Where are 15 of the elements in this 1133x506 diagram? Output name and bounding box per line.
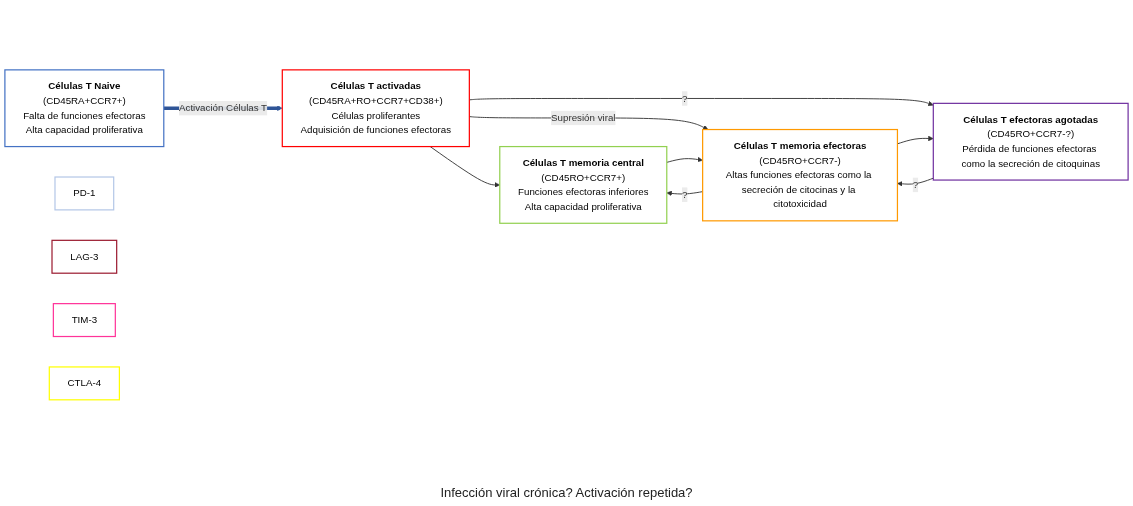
node-box: Células T activadas (CD45RA+RO+CCR7+CD38+) Células proliferantes Adquisición de funciones efectoras — [281, 69, 470, 148]
edge-label: ? — [682, 93, 688, 104]
note-text: Infección viral crónica? Activación repetida? — [439, 485, 694, 500]
node-box: Células T memoria efectoras (CD45RO+CCR7-) Altas funciones efectoras como la secreción de citocinas y la citotoxicidad — [702, 129, 899, 222]
node-box: CTLA-4 — [48, 366, 120, 401]
node-box: TIM-3 — [52, 303, 116, 338]
edge-label: ? — [912, 179, 919, 190]
node-box: Células T memoria central (CD45RO+CCR7+) Funciones efectoras inferiores Alta capacidad proliferativa — [499, 146, 668, 225]
edge-label: Activación Células T — [179, 102, 268, 114]
node-box: Células T Naive (CD45RA+CCR7+) Falta de funciones efectoras Alta capacidad proliferativa — [4, 69, 165, 148]
edge-label: Supresión viral — [551, 112, 616, 123]
node-box: Células T efectoras agotadas (CD45RO+CCR7-?) Pérdida de funciones efectoras como la secreción de citoquinas — [932, 102, 1129, 181]
node-box: LAG-3 — [51, 239, 118, 274]
edge-label: ? — [682, 189, 688, 200]
node-box: PD-1 — [54, 176, 115, 211]
